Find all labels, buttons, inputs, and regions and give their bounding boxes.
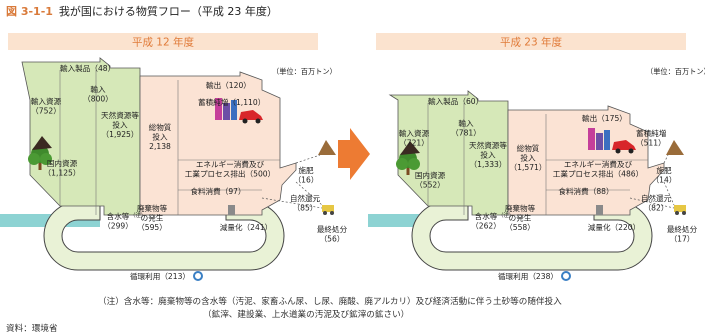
left-import-resources: 輸入資源（752）	[31, 96, 62, 116]
material-flow-diagram: 平成 12 年度 （単位：百万トン） 輸入製品（48） 輸入（800） 輸入資源（752…	[0, 33, 705, 281]
footnote: （注）含水等：廃棄物等の含水等（汚泥、家畜ふん尿、し尿、廃酸、廃アルカリ）及び経…	[98, 296, 562, 322]
right-total-input: 総物質投入（1,571）	[510, 143, 547, 172]
right-domestic-resources: 国内資源（552）	[415, 170, 446, 190]
process-arrow-icon	[338, 128, 370, 180]
right-fertilizer: 施肥（14）	[652, 165, 677, 185]
truck-icon	[322, 205, 334, 215]
footnote-line-2: （鉱滓、建設業、上水道業の汚泥及び鉱滓の鉱さい）	[203, 310, 410, 320]
right-export: 輸出（175）	[582, 113, 627, 123]
source-text: 資料：環境省	[6, 324, 58, 334]
right-import-resources: 輸入資源（721）	[399, 128, 430, 148]
right-recycle: 循環利用（238）	[498, 271, 558, 281]
figure-title-text: 我が国における物質フロー（平成 23 年度）	[58, 5, 278, 18]
mountain-icon	[666, 140, 684, 155]
left-panel: 平成 12 年度 （単位：百万トン） 輸入製品（48） 輸入（800） 輸入資源（752…	[0, 33, 348, 281]
right-final-disposal: 最終処分（17）	[667, 224, 698, 244]
left-energy: エネルギー消費及び工業プロセス排出（500）	[185, 159, 275, 179]
right-header-bar	[376, 33, 686, 50]
right-energy: エネルギー消費及び工業プロセス排出（486）	[553, 159, 643, 179]
recycle-icon	[561, 271, 571, 281]
left-recycle: 循環利用（213）	[130, 271, 190, 281]
left-reduction: 減量化（241）	[220, 222, 272, 232]
left-food: 食料消費（97）	[190, 186, 245, 196]
right-header: 平成 23 年度	[500, 36, 563, 49]
right-natural-resources: 天然資源等投入（1,333）	[469, 140, 507, 169]
left-natural-resources: 天然資源等投入（1,925）	[101, 110, 139, 139]
trash-icon	[596, 205, 603, 215]
car-icon	[612, 140, 636, 154]
mountain-icon	[32, 136, 52, 150]
right-water: 含水等（262）	[471, 211, 501, 231]
left-water: 含水等（299）	[103, 211, 133, 231]
recycle-icon	[193, 271, 203, 281]
left-export: 輸出（120）	[206, 80, 251, 90]
right-unit-label: （単位：百万トン）	[646, 67, 705, 76]
left-fertilizer: 施肥（16）	[294, 165, 319, 185]
factory-icon	[588, 128, 610, 150]
right-food: 食料消費（88）	[558, 186, 613, 196]
factory-icon	[215, 98, 237, 120]
left-unit-label: （単位：百万トン）	[272, 67, 337, 76]
mountain-icon	[400, 141, 420, 155]
truck-icon	[674, 205, 686, 215]
left-final-disposal: 最終処分（56）	[317, 224, 348, 244]
right-reduction: 減量化（220）	[588, 222, 640, 232]
left-water-note: （注）	[130, 211, 146, 219]
right-natural-return: 自然還元（82）	[641, 193, 672, 213]
left-header: 平成 12 年度	[132, 36, 195, 49]
left-waste: 廃棄物等の発生（595）	[137, 203, 168, 232]
left-accumulation: 蓄積純増（1,110）	[198, 97, 265, 107]
left-import-products: 輸入製品（48）	[60, 63, 115, 73]
right-import: 輸入（781）	[451, 118, 481, 138]
footnote-line-1: （注）含水等：廃棄物等の含水等（汚泥、家畜ふん尿、し尿、廃酸、廃アルカリ）及び経…	[98, 297, 562, 307]
figure-title: 図 3-1-1 我が国における物質フロー（平成 23 年度）	[6, 3, 278, 19]
car-icon	[239, 110, 263, 124]
left-domestic-resources: 国内資源（1,125）	[44, 158, 81, 178]
right-accumulation: 蓄積純増（511）	[636, 128, 667, 148]
right-panel: 平成 23 年度 （単位：百万トン） 輸入製品（60） 輸入（781） 輸入資源（721…	[368, 33, 705, 281]
left-natural-return: 自然還元（85）	[290, 193, 321, 213]
figure-number: 図 3-1-1	[6, 5, 53, 18]
left-import: 輸入（800）	[83, 84, 113, 104]
right-waste: 廃棄物等の発生（558）	[505, 203, 536, 232]
trash-icon	[228, 205, 235, 215]
mountain-icon	[318, 140, 336, 155]
right-water-note: （注）	[498, 211, 514, 219]
left-header-bar	[8, 33, 318, 50]
right-import-products: 輸入製品（60）	[428, 96, 483, 106]
